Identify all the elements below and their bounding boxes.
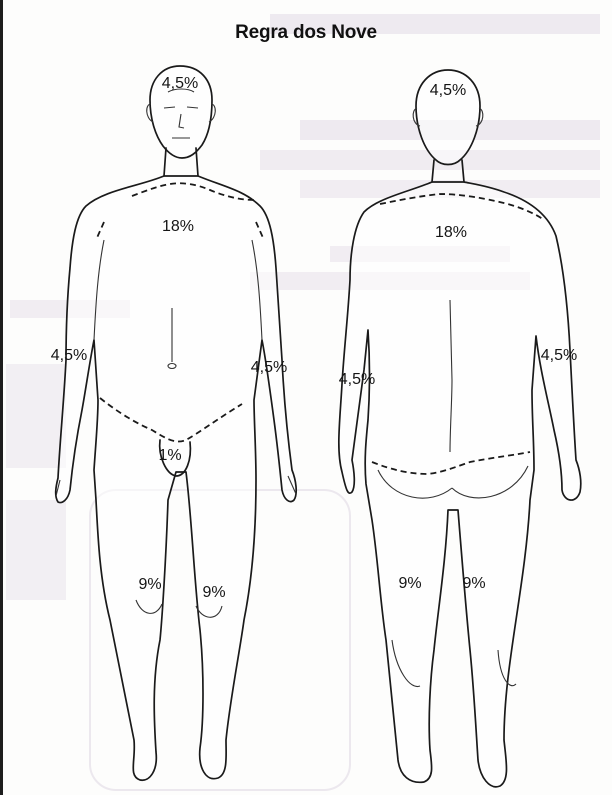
back-head-percentage: 4,5%	[430, 82, 466, 100]
front-left-arm-percentage: 4,5%	[251, 359, 287, 377]
front-head-percentage: 4,5%	[162, 75, 198, 93]
front-right-arm-percentage: 4,5%	[51, 347, 87, 365]
front-trunk-percentage: 18%	[162, 218, 194, 236]
front-right-leg-percentage: 9%	[138, 576, 161, 594]
front-left-leg-percentage: 9%	[202, 584, 225, 602]
back-right-leg-percentage: 9%	[462, 575, 485, 593]
front-genitals-percentage: 1%	[158, 447, 181, 465]
front-body-figure	[56, 66, 296, 780]
back-right-arm-percentage: 4,5%	[541, 347, 577, 365]
back-torso	[339, 182, 581, 787]
front-torso	[56, 176, 296, 780]
back-left-arm-percentage: 4,5%	[339, 371, 375, 389]
back-body-figure	[339, 70, 581, 787]
back-trunk-percentage: 18%	[435, 224, 467, 242]
page-title: Regra dos Nove	[0, 22, 612, 44]
back-left-leg-percentage: 9%	[398, 575, 421, 593]
